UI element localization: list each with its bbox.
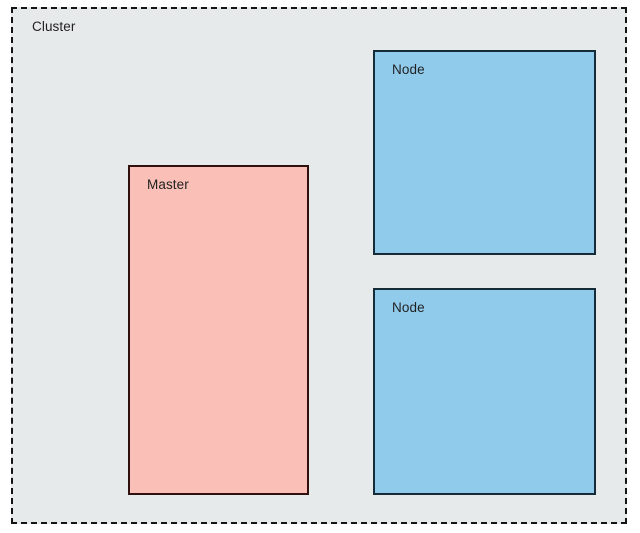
worker-node-1[interactable]: Node <box>373 50 596 255</box>
cluster-label: Cluster <box>32 19 76 34</box>
cluster-container[interactable]: Cluster Master Node Node <box>11 7 627 524</box>
worker-node-2[interactable]: Node <box>373 288 596 495</box>
master-node[interactable]: Master <box>128 165 309 495</box>
worker-node-2-label: Node <box>392 300 425 315</box>
worker-node-1-label: Node <box>392 62 425 77</box>
master-node-label: Master <box>147 177 189 192</box>
